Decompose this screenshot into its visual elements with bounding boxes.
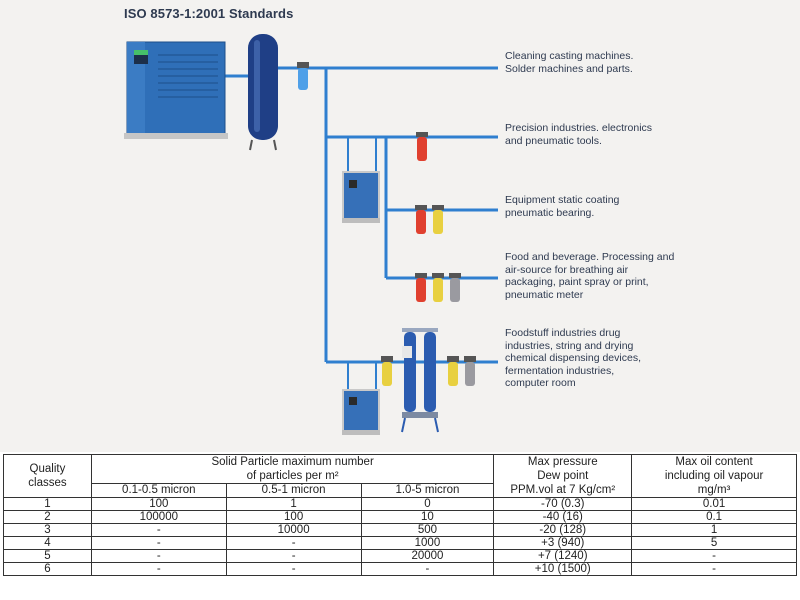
table-cell: 100000 <box>90 510 227 524</box>
system-diagram: ISO 8573-1:2001 Standards <box>0 0 800 452</box>
table-row: 6 - - - +10 (1500) - <box>3 562 797 576</box>
table-cell: 10000 <box>225 523 362 537</box>
table-cell: - <box>631 562 797 576</box>
table-cell: - <box>90 562 227 576</box>
table-cell: - <box>225 562 362 576</box>
table-cell: 1 <box>631 523 797 537</box>
header-max-oil: Max oil content including oil vapour mg/… <box>631 454 797 498</box>
table-cell: -70 (0.3) <box>493 497 633 511</box>
table-cell: 0.01 <box>631 497 797 511</box>
filter-red-row2 <box>416 132 428 161</box>
table-cell: - <box>631 549 797 563</box>
table-cell: 5 <box>631 536 797 550</box>
application-4: Food and beverage. Processing and air-so… <box>505 251 675 301</box>
header-solid-particle: Solid Particle maximum number of particl… <box>90 454 495 484</box>
table-cell: - <box>90 536 227 550</box>
table-row: 2 100000 100 10 -40 (16) 0.1 <box>3 510 797 524</box>
refrigerated-dryer-top <box>342 137 380 223</box>
table-cell: 100 <box>90 497 227 511</box>
desiccant-dryer <box>381 328 476 433</box>
air-receiver-tank <box>248 34 278 151</box>
application-5: Foodstuff industries drug industries, st… <box>505 327 641 389</box>
table-cell: 5 <box>3 549 92 563</box>
table-row: 1 100 1 0 -70 (0.3) 0.01 <box>3 497 797 511</box>
page-title: ISO 8573-1:2001 Standards <box>124 6 294 21</box>
table-header-row: Quality classes Solid Particle maximum n… <box>3 454 797 498</box>
table-cell: +3 (940) <box>493 536 633 550</box>
filters-row4 <box>415 273 461 302</box>
table-cell: 500 <box>360 523 495 537</box>
table-row: 3 - 10000 500 -20 (128) 1 <box>3 523 797 537</box>
table-cell: - <box>225 536 362 550</box>
piping-illustration <box>124 34 498 435</box>
table-cell: - <box>360 562 495 576</box>
table-cell: - <box>90 549 227 563</box>
table-row: 4 - - 1000 +3 (940) 5 <box>3 536 797 550</box>
table-cell: 3 <box>3 523 92 537</box>
application-2: Precision industries. electronics and pn… <box>505 122 653 147</box>
table-cell: 0.1 <box>631 510 797 524</box>
table-cell: 20000 <box>360 549 495 563</box>
table-cell: - <box>90 523 227 537</box>
header-max-pressure: Max pressure Dew point PPM.vol at 7 Kg/c… <box>493 454 633 498</box>
refrigerated-dryer-bottom <box>342 362 380 435</box>
line-filter-blue <box>297 62 309 90</box>
table-cell: 6 <box>3 562 92 576</box>
table-cell: 4 <box>3 536 92 550</box>
table-cell: -20 (128) <box>493 523 633 537</box>
table-cell: - <box>225 549 362 563</box>
application-3: Equipment static coating pneumatic beari… <box>505 194 620 219</box>
table-cell: 1 <box>225 497 362 511</box>
table-cell: 2 <box>3 510 92 524</box>
table-cell: 1000 <box>360 536 495 550</box>
filters-row3 <box>415 205 444 234</box>
header-0-1-0-5-micron: 0.1-0.5 micron <box>90 483 227 498</box>
table-cell: -40 (16) <box>493 510 633 524</box>
table-cell: 10 <box>360 510 495 524</box>
header-0-5-1-micron: 0.5-1 micron <box>225 483 362 498</box>
quality-classes-table: Quality classes Solid Particle maximum n… <box>3 454 797 576</box>
table-cell: 0 <box>360 497 495 511</box>
air-compressor <box>124 41 228 139</box>
table-row: 5 - - 20000 +7 (1240) - <box>3 549 797 563</box>
header-quality-classes: Quality classes <box>3 454 92 498</box>
table-cell: +7 (1240) <box>493 549 633 563</box>
application-1: Cleaning casting machines. Solder machin… <box>505 50 634 75</box>
header-1-0-5-micron: 1.0-5 micron <box>360 483 495 498</box>
table-cell: 100 <box>225 510 362 524</box>
table-cell: +10 (1500) <box>493 562 633 576</box>
table-cell: 1 <box>3 497 92 511</box>
